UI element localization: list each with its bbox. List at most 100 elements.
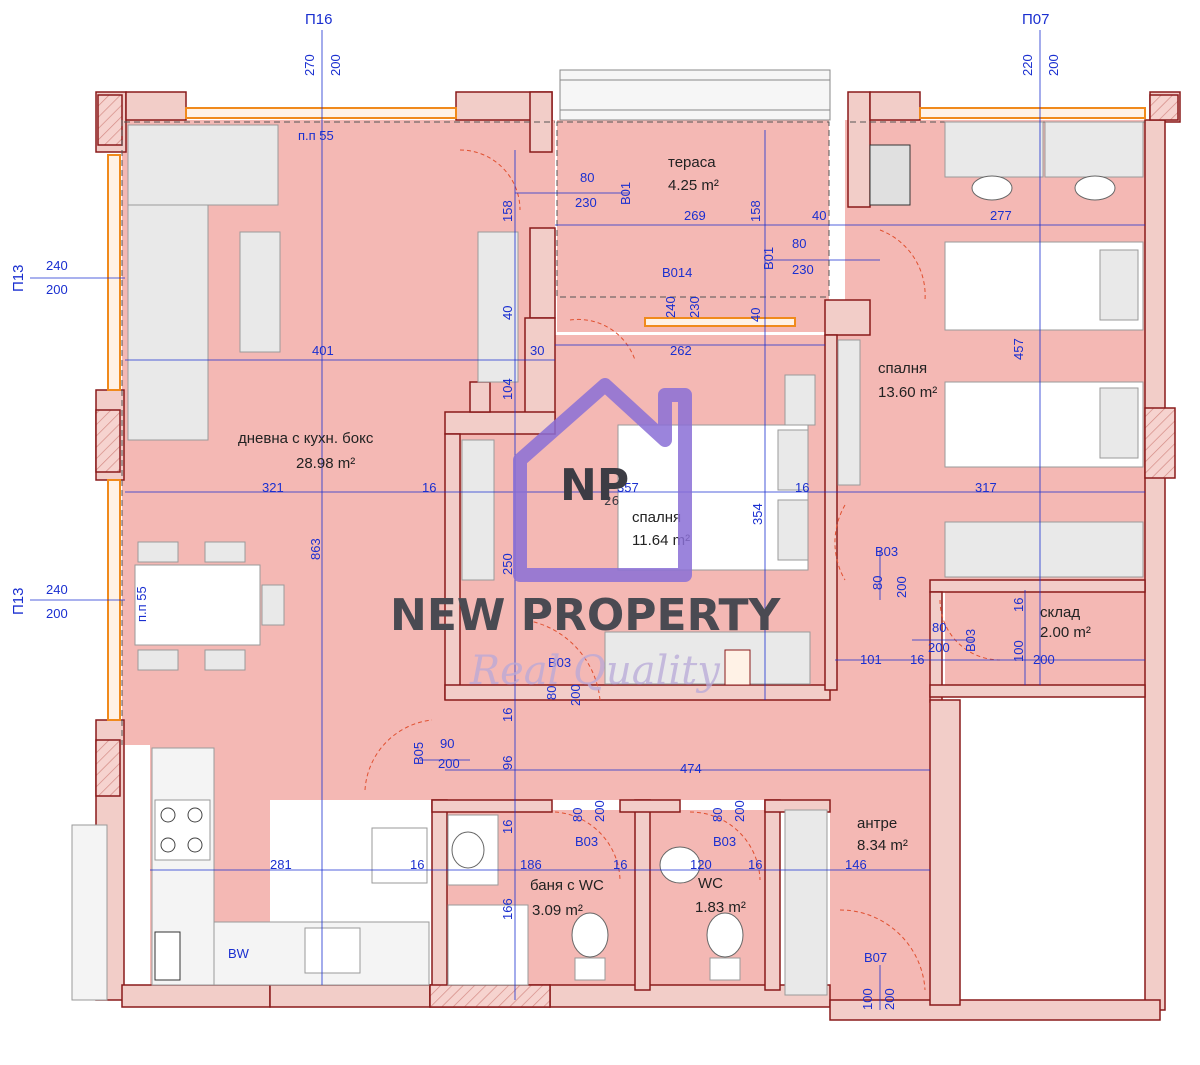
p13b-code: П13 [10, 588, 27, 615]
dim-401: 401 [312, 343, 334, 358]
storage-area: 2.00 m² [1040, 624, 1091, 641]
dim-457: 457 [1011, 338, 1026, 360]
dimension-numbers: 401 863 321 16 357 26 354 16 317 457 269… [262, 200, 1055, 920]
terrace-area: 4.25 m² [668, 177, 719, 194]
b01a-code: В01 [618, 182, 633, 205]
dim-100: 100 [1011, 640, 1026, 662]
b03-bed-code: В03 [875, 544, 898, 559]
terrace-railing [559, 69, 831, 121]
b014-w: 240 [663, 296, 678, 318]
dim-16e: 16 [1011, 598, 1026, 612]
dim-120: 120 [690, 857, 712, 872]
dim-26: 26 [604, 494, 619, 508]
dim-321: 321 [262, 480, 284, 495]
dim-186: 186 [520, 857, 542, 872]
dimension-lines [30, 30, 1145, 1010]
dim-158a: 158 [500, 200, 515, 222]
p07-code: П07 [1022, 11, 1049, 28]
sill-note-top: п.п 55 [298, 128, 334, 143]
b01b-w: 80 [792, 236, 806, 251]
p13b-w: 240 [46, 582, 68, 597]
b01a-h: 230 [575, 195, 597, 210]
wc-area: 1.83 m² [695, 899, 746, 916]
dim-40a: 40 [812, 208, 826, 223]
watermark: NP NEW PROPERTY Real Quality [390, 378, 781, 694]
b03-mid-w: 80 [544, 686, 559, 700]
b01a-w: 80 [580, 170, 594, 185]
p13a-code: П13 [10, 265, 27, 292]
p16-h: 200 [328, 54, 343, 76]
logo-letters: NP [560, 460, 629, 511]
dim-16a: 16 [422, 480, 436, 495]
bedroom-mid-area: 11.64 m² [632, 532, 690, 549]
b05-w: 90 [440, 736, 454, 751]
dim-104: 104 [500, 378, 515, 400]
dim-250: 250 [500, 553, 515, 575]
dim-863: 863 [308, 538, 323, 560]
dim-146: 146 [845, 857, 867, 872]
logo-house-icon [513, 378, 692, 582]
dim-40c: 40 [748, 308, 763, 322]
b014-h: 230 [687, 296, 702, 318]
b03-bath-h: 200 [592, 800, 607, 822]
b03-bath-w: 80 [570, 808, 585, 822]
dim-166: 166 [500, 898, 515, 920]
dim-16c: 16 [500, 708, 515, 722]
annotations: п.п 55 п.п 55 BW [134, 128, 334, 961]
dim-269: 269 [684, 208, 706, 223]
dim-474: 474 [680, 761, 702, 776]
b03-wc-code: В03 [713, 834, 736, 849]
furniture [71, 121, 1144, 1001]
storage-floor [945, 590, 1145, 685]
bath-name: баня с WC [530, 877, 604, 894]
brand-tagline: Real Quality [469, 648, 721, 694]
living-room-name: дневна с кухн. бокс [238, 430, 374, 447]
p13a-h: 200 [46, 282, 68, 297]
b01b-h: 230 [792, 262, 814, 277]
p07-w: 220 [1020, 54, 1035, 76]
b014-code: В014 [662, 265, 692, 280]
b03-bed-h: 200 [894, 576, 909, 598]
brand-name: NEW PROPERTY [390, 590, 781, 641]
dim-158b: 158 [748, 200, 763, 222]
dim-200s: 200 [1033, 652, 1055, 667]
b03-store-code: В03 [963, 629, 978, 652]
dim-262: 262 [670, 343, 692, 358]
b03-bed-w: 80 [870, 576, 885, 590]
p16-w: 270 [302, 54, 317, 76]
p07-h: 200 [1046, 54, 1061, 76]
sill-note-left: п.п 55 [134, 586, 149, 622]
windows [107, 107, 1146, 721]
bedroom-right-name: спалня [878, 360, 927, 377]
dim-16g: 16 [410, 857, 424, 872]
microwave-label: BW [228, 946, 250, 961]
p13b-h: 200 [46, 606, 68, 621]
dim-16f: 16 [500, 820, 515, 834]
p13a-w: 240 [46, 258, 68, 273]
dim-281: 281 [270, 857, 292, 872]
dim-16h: 16 [613, 857, 627, 872]
storage-name: склад [1040, 604, 1080, 621]
dim-101: 101 [860, 652, 882, 667]
b03-store-w: 80 [932, 620, 946, 635]
b03-wc-w: 80 [710, 808, 725, 822]
dim-357: 357 [617, 480, 639, 495]
room-labels: дневна с кухн. бокс 28.98 m² тераса 4.25… [238, 154, 1091, 919]
b07-h: 200 [882, 988, 897, 1010]
hall-floor [432, 492, 930, 1005]
b07-w: 100 [860, 988, 875, 1010]
b03-bath-code: В03 [575, 834, 598, 849]
dim-96: 96 [500, 756, 515, 770]
bath-area: 3.09 m² [532, 902, 583, 919]
b07-code: В07 [864, 950, 887, 965]
b05-h: 200 [438, 756, 460, 771]
hall-name: антре [857, 815, 897, 832]
columns [95, 94, 1179, 1008]
living-room-floor [122, 120, 555, 985]
hall-area: 8.34 m² [857, 837, 908, 854]
b03-store-h: 200 [928, 640, 950, 655]
b03-wc-h: 200 [732, 800, 747, 822]
living-room-area: 28.98 m² [296, 455, 355, 472]
p16-code: П16 [305, 11, 332, 28]
b05-code: В05 [411, 742, 426, 765]
